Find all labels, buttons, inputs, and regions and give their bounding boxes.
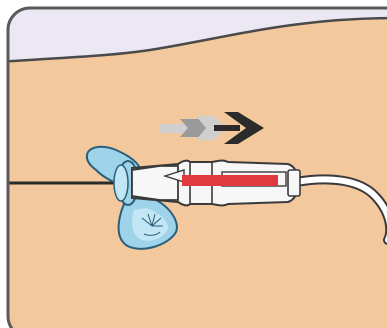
arrow-shaft xyxy=(214,125,240,131)
hub-collar-front xyxy=(114,165,128,201)
blood-flashback-indicator xyxy=(182,175,278,186)
catheter-nose xyxy=(132,166,178,200)
catheter-end-cap xyxy=(288,170,300,196)
